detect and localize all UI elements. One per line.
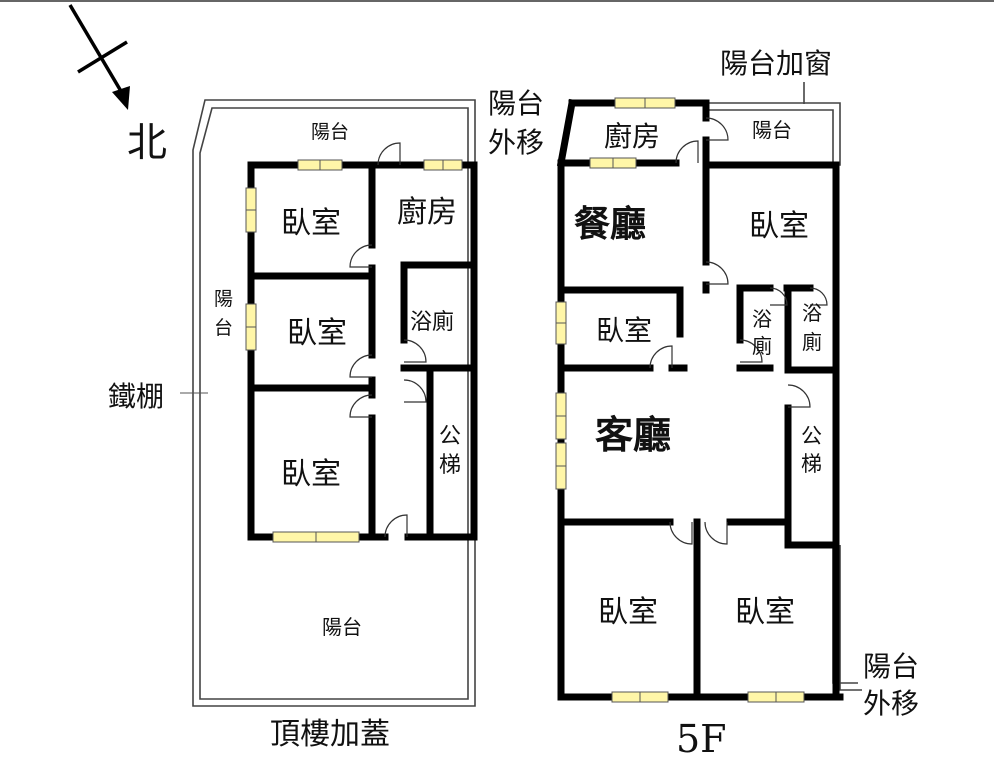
right-plan-caption: 5F — [676, 717, 727, 761]
balcony-window-note: 陽台加窗 — [720, 47, 832, 80]
right-windows — [555, 97, 805, 703]
right-plan: 陽台加窗 陽台 外移 廚房 陽台 餐廳 臥室 臥室 浴 廁 浴 廁 客廳 公 梯… — [488, 47, 919, 761]
right-bottom-balcony-outline — [839, 545, 862, 691]
left-plan-caption: 頂樓加蓋 — [270, 717, 390, 752]
left-bedroom-1-label: 臥室 — [281, 206, 341, 241]
left-stairs-label-2: 梯 — [439, 453, 461, 478]
iron-shed-label: 鐵棚 — [108, 380, 164, 413]
north-label: 北 — [127, 120, 167, 166]
left-bedroom-3-label: 臥室 — [281, 457, 341, 492]
right-bedroom-se-label: 臥室 — [735, 595, 795, 630]
left-doors — [349, 142, 427, 538]
left-balcony-bottom-label: 陽台 — [322, 615, 362, 639]
right-bath-2-label-2: 廁 — [802, 330, 822, 354]
left-bathroom-label: 浴廁 — [410, 310, 454, 335]
balcony-moved-top-note-2: 外移 — [488, 126, 544, 159]
right-kitchen-label: 廚房 — [604, 120, 660, 153]
right-bath-1-label-1: 浴 — [752, 307, 772, 331]
iron-shed-outline-outer — [192, 99, 476, 707]
right-doors — [649, 117, 828, 545]
right-stairs-label-2: 梯 — [801, 452, 822, 476]
right-bath-2-label-1: 浴 — [802, 301, 822, 325]
balcony-moved-bottom-note-1: 陽台 — [863, 650, 919, 683]
left-windows — [245, 159, 463, 543]
balcony-moved-top-note-1: 陽台 — [488, 87, 544, 120]
dining-label: 餐廳 — [574, 203, 646, 245]
north-arrow-icon — [68, 4, 130, 110]
right-bedroom-ne-label: 臥室 — [749, 209, 809, 244]
left-balcony-side-label-1: 陽 — [214, 288, 233, 310]
right-balcony-top-label: 陽台 — [752, 118, 792, 142]
right-stairs-label-1: 公 — [801, 424, 822, 448]
left-plan: 陽台 廚房 臥室 陽 台 臥室 浴廁 臥室 公 梯 陽台 鐵棚 頂樓加蓋 — [108, 99, 478, 752]
right-bedroom-sw-label: 臥室 — [598, 595, 658, 630]
left-balcony-top-label: 陽台 — [311, 121, 349, 143]
iron-shed-outline-inner — [199, 107, 469, 700]
left-bedroom-2-label: 臥室 — [287, 316, 347, 351]
right-bath-1-label-2: 廁 — [752, 334, 772, 358]
left-kitchen-label: 廚房 — [397, 195, 457, 230]
left-walls — [247, 161, 478, 541]
left-balcony-side-label-2: 台 — [214, 317, 233, 339]
left-stairs-label-1: 公 — [439, 424, 461, 449]
right-bedroom-mid-label: 臥室 — [596, 314, 652, 347]
balcony-moved-bottom-note-2: 外移 — [863, 687, 919, 720]
living-label: 客廳 — [595, 412, 671, 457]
